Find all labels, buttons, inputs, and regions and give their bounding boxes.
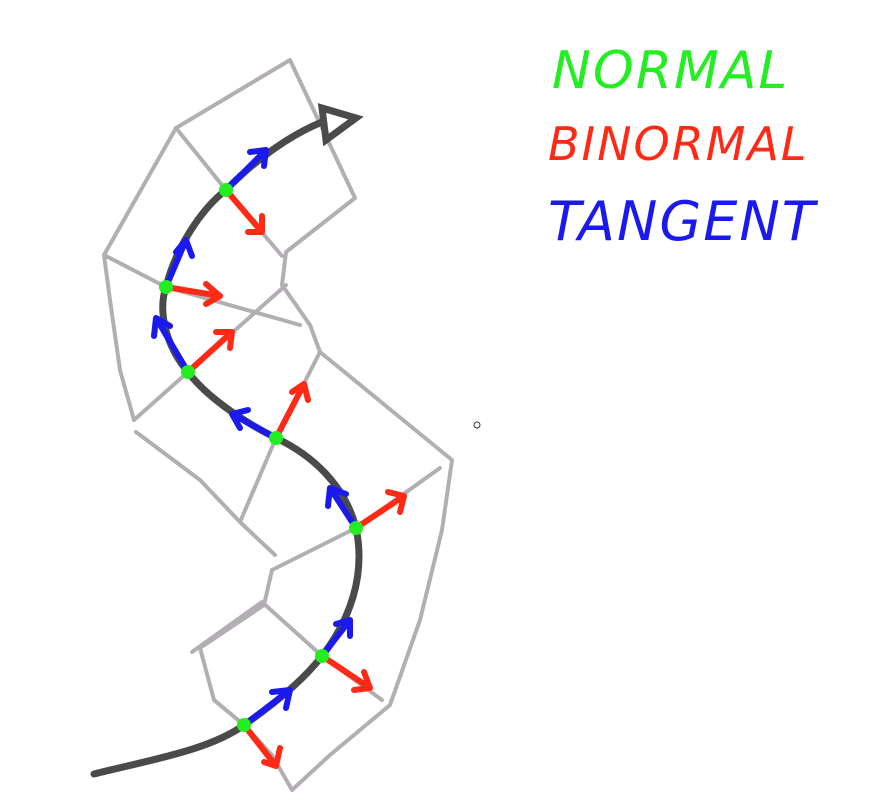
frame-grid-outer-right — [174, 58, 454, 792]
tangent-vectors — [151, 147, 359, 728]
space-curve — [90, 103, 364, 778]
normal-point-1 — [237, 718, 251, 732]
tangent-arrow-5 — [151, 315, 191, 375]
binormal-arrow-2 — [319, 653, 373, 693]
stray-dot — [473, 421, 481, 429]
tangent-arrow-2 — [319, 617, 353, 659]
binormal-arrow-5 — [185, 329, 235, 375]
curve-path — [90, 118, 363, 778]
tangent-arrow-3 — [325, 485, 359, 531]
tangent-arrow-6 — [163, 237, 195, 290]
legend-tangent-label: TANGENT — [548, 190, 819, 253]
binormal-arrow-3 — [353, 489, 407, 531]
binormal-arrow-7 — [223, 187, 265, 235]
binormal-vectors — [163, 187, 407, 769]
frame-grid-rung-6 — [190, 600, 384, 702]
legend-normal-label: NORMAL — [552, 41, 789, 101]
curve-end-arrowhead — [317, 103, 364, 147]
legend: NORMAL BINORMAL TANGENT — [548, 41, 819, 253]
normal-point-6 — [159, 280, 173, 294]
normal-points — [159, 183, 363, 732]
tangent-arrow-7 — [223, 147, 269, 193]
binormal-arrow-1 — [241, 722, 283, 769]
normal-point-2 — [315, 649, 329, 663]
normal-point-4 — [269, 431, 283, 445]
normal-point-7 — [219, 183, 233, 197]
binormal-arrow-6 — [163, 281, 223, 307]
tangent-arrow-4 — [229, 407, 279, 441]
legend-binormal-label: BINORMAL — [548, 117, 809, 171]
frame-grid — [102, 58, 454, 792]
tangent-arrow-1 — [241, 687, 293, 728]
binormal-arrow-4 — [273, 381, 311, 441]
normal-point-5 — [181, 365, 195, 379]
normal-point-3 — [349, 521, 363, 535]
